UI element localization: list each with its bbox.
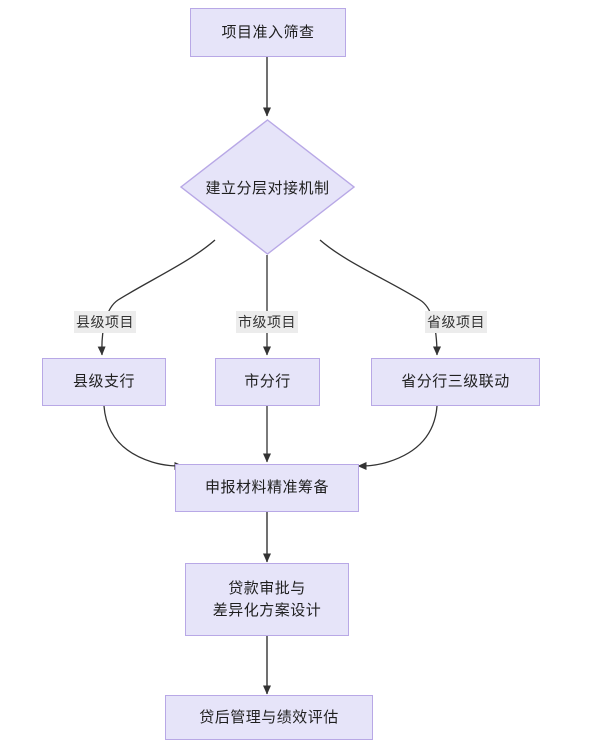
node-label: 申报材料精准筹备 <box>204 479 329 497</box>
diamond-shape <box>180 119 355 255</box>
node-label: 项目准入筛查 <box>221 23 315 41</box>
node-province-three-tier[interactable]: 省分行三级联动 <box>371 358 540 406</box>
node-material-preparation[interactable]: 申报材料精准筹备 <box>175 464 359 512</box>
edge-decision-to-province <box>319 239 441 356</box>
node-project-screening[interactable]: 项目准入筛查 <box>190 8 346 57</box>
node-loan-approval[interactable]: 贷款审批与 差异化方案设计 <box>185 563 349 636</box>
node-label: 市分行 <box>244 373 291 391</box>
node-label: 省分行三级联动 <box>401 373 510 391</box>
edge-county-to-prepare <box>103 405 184 470</box>
edge-decision-to-county <box>97 239 216 356</box>
edge-label-province-branch: 省级项目 <box>425 311 487 333</box>
node-label: 贷款审批与 差异化方案设计 <box>212 579 322 619</box>
edge-label-city-branch: 市级项目 <box>236 311 298 333</box>
node-label: 县级支行 <box>72 373 135 391</box>
node-tiered-docking-decision[interactable]: 建立分层对接机制 <box>180 119 355 255</box>
edge-label-county-branch: 县级项目 <box>74 311 136 333</box>
edge-province-to-prepare <box>357 405 438 470</box>
node-label: 贷后管理与绩效评估 <box>199 708 339 726</box>
node-city-branch[interactable]: 市分行 <box>215 358 320 406</box>
node-postloan-management[interactable]: 贷后管理与绩效评估 <box>165 695 373 740</box>
node-county-subbranch[interactable]: 县级支行 <box>42 358 166 406</box>
node-label: 建立分层对接机制 <box>205 179 330 197</box>
